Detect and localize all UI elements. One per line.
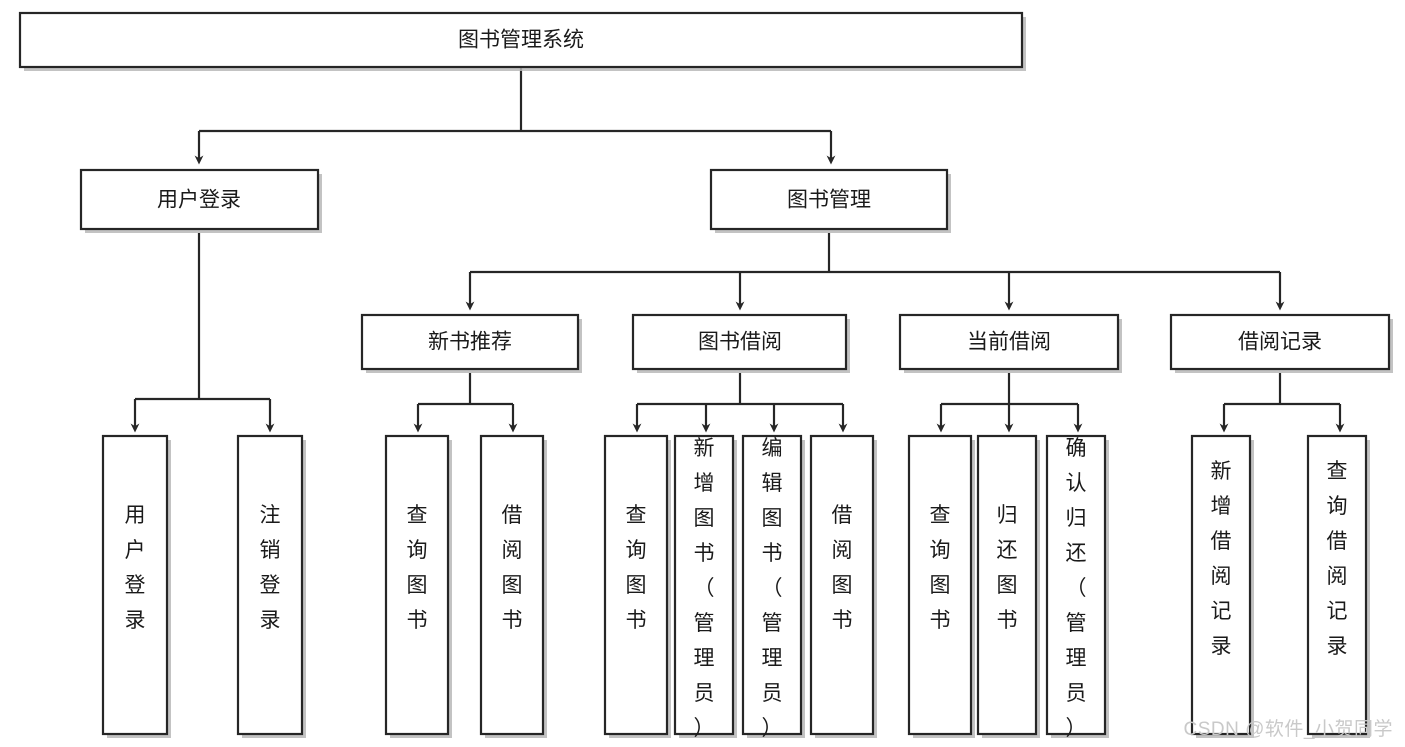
leaf-node[interactable]: 用户登录 bbox=[101, 434, 171, 738]
leaf-node[interactable]: 查询借阅记录 bbox=[1306, 434, 1370, 738]
leaf-node[interactable]: 借阅图书 bbox=[479, 434, 547, 738]
node-user-login-box bbox=[79, 168, 320, 231]
leaf-node[interactable]: 查询图书 bbox=[384, 434, 452, 738]
leaf-node[interactable]: 归还图书 bbox=[976, 434, 1040, 738]
node-user-login[interactable]: 用户登录 bbox=[79, 168, 322, 233]
node-new-book-rec-box bbox=[360, 313, 580, 371]
leaf-node[interactable]: 确认归还（管理员） bbox=[1045, 434, 1109, 740]
node-new-book-rec-label: 新书推荐 bbox=[428, 331, 512, 354]
leaf-box bbox=[673, 434, 735, 736]
leaf-box bbox=[809, 434, 875, 736]
leaf-node[interactable]: 新增图书（管理员） bbox=[673, 434, 737, 740]
leaf-box bbox=[1190, 434, 1252, 736]
leaf-label: 查询图书 bbox=[930, 504, 951, 632]
leaf-label: 注销登录 bbox=[260, 504, 281, 632]
node-user-login-label: 用户登录 bbox=[157, 189, 241, 212]
leaf-label: 新增图书（管理员） bbox=[694, 437, 715, 740]
leaf-label: 借阅图书 bbox=[502, 504, 523, 632]
leaf-label: 借阅图书 bbox=[832, 504, 853, 632]
leaf-node[interactable]: 借阅图书 bbox=[809, 434, 877, 738]
leaf-label: 查询借阅记录 bbox=[1327, 460, 1348, 658]
leaf-box bbox=[101, 434, 169, 736]
node-root-box bbox=[18, 11, 1024, 69]
leaf-box bbox=[1306, 434, 1368, 736]
leaf-label: 编辑图书（管理员） bbox=[762, 437, 783, 740]
leaf-box bbox=[384, 434, 450, 736]
csdn-watermark: CSDN @软件_小贺同学 bbox=[1183, 719, 1393, 740]
leaf-label: 新增借阅记录 bbox=[1211, 460, 1232, 658]
leaf-label: 查询图书 bbox=[407, 504, 428, 632]
leaf-label: 查询图书 bbox=[626, 504, 647, 632]
node-root-label: 图书管理系统 bbox=[458, 29, 584, 52]
leaf-box bbox=[236, 434, 304, 736]
leaf-node[interactable]: 查询图书 bbox=[907, 434, 975, 738]
leaf-node[interactable]: 查询图书 bbox=[603, 434, 671, 738]
leaf-box bbox=[479, 434, 545, 736]
node-current-borrow-box bbox=[898, 313, 1120, 371]
node-borrow-record-label: 借阅记录 bbox=[1238, 331, 1322, 354]
leaf-box bbox=[741, 434, 803, 736]
leaf-box bbox=[1045, 434, 1107, 736]
node-root[interactable]: 图书管理系统 bbox=[18, 11, 1026, 71]
node-new-book-rec[interactable]: 新书推荐 bbox=[360, 313, 582, 373]
leaf-node[interactable]: 新增借阅记录 bbox=[1190, 434, 1254, 738]
node-book-manage-box bbox=[709, 168, 949, 231]
node-book-manage[interactable]: 图书管理 bbox=[709, 168, 951, 233]
leaf-node[interactable]: 注销登录 bbox=[236, 434, 306, 738]
leaf-label: 归还图书 bbox=[997, 504, 1018, 632]
leaf-box bbox=[603, 434, 669, 736]
node-borrow-record-box bbox=[1169, 313, 1391, 371]
node-current-borrow-label: 当前借阅 bbox=[967, 331, 1051, 354]
node-borrow-record[interactable]: 借阅记录 bbox=[1169, 313, 1393, 373]
leaf-label: 确认归还（管理员） bbox=[1066, 437, 1087, 740]
leaf-box bbox=[907, 434, 973, 736]
node-book-borrow-label: 图书借阅 bbox=[698, 331, 782, 354]
node-book-manage-label: 图书管理 bbox=[787, 189, 871, 212]
node-book-borrow-box bbox=[631, 313, 848, 371]
connector-layer bbox=[130, 67, 1345, 433]
leaf-label: 用户登录 bbox=[125, 504, 146, 632]
node-book-borrow[interactable]: 图书借阅 bbox=[631, 313, 850, 373]
leaf-node[interactable]: 编辑图书（管理员） bbox=[741, 434, 805, 740]
node-current-borrow[interactable]: 当前借阅 bbox=[898, 313, 1122, 373]
leaf-box bbox=[976, 434, 1038, 736]
